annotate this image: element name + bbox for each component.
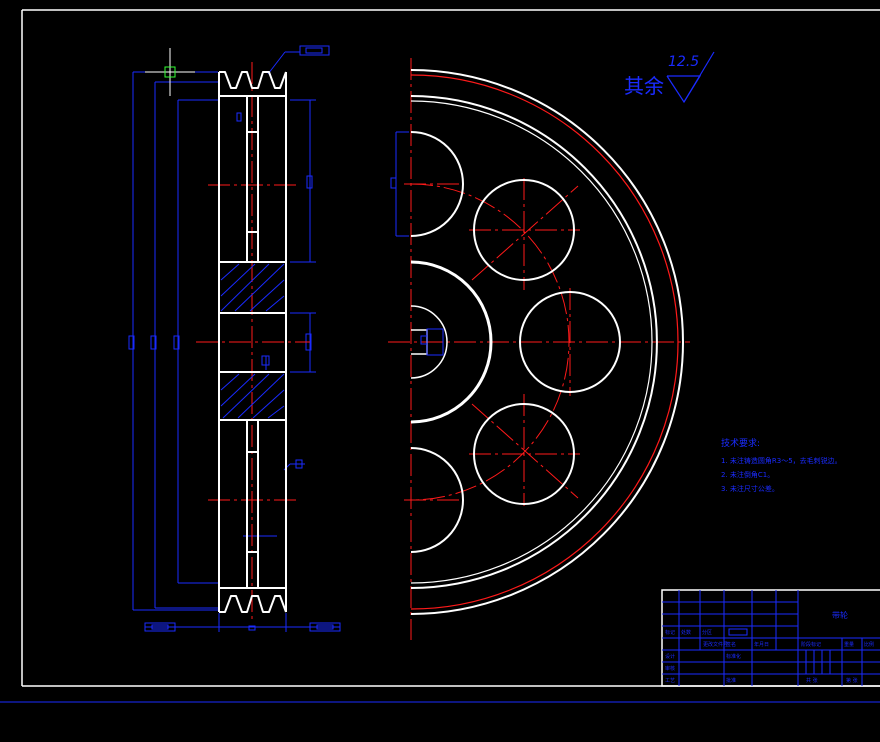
part-name: 带轮 [832,610,848,620]
title-block: 标记 处数 分区 更改文件号 签名 年月日 设计 标准化 阶段标记 重量 比例 … [661,589,880,687]
title-block-cell: 重量 [844,641,854,648]
title-block-cell: 第 张 [846,677,858,684]
title-block-cell: 工艺 [665,678,675,684]
section-outline [218,71,287,613]
notes-line: 1. 未注铸造圆角R3～5，去毛刺锐边。 [721,456,842,465]
title-block-cell: 年月日 [754,641,769,648]
section-centerlines [196,62,310,622]
roughness-prefix: 其余 [624,74,664,98]
title-block-cell: 设计 [665,653,675,660]
title-block-cell: 签名 [726,641,736,648]
title-block-cell: 处数 [681,629,691,636]
front-dimensions [390,131,444,356]
title-block-cell: 标准化 [726,653,741,660]
roughness-triangle-icon [666,75,702,104]
title-block-grid [662,590,880,686]
title-block-cell: 比例 [864,641,874,648]
notes-line: 3. 未注尺寸公差。 [721,484,779,493]
title-block-cell: 共 张 [806,677,818,684]
title-block-cell: 分区 [702,629,712,636]
title-block-cell: 阶段标记 [801,641,821,648]
section-view [128,45,341,632]
notes-heading: 技术要求: [721,437,760,449]
title-block-cell: 更改文件号 [703,641,728,648]
technical-notes: 技术要求: 1. 未注铸造圆角R3～5，去毛刺锐边。 2. 未注倒角C1。 3.… [721,437,842,493]
section-hatching [220,263,285,419]
title-block-cell: 批准 [726,677,736,684]
title-block-cell: 审核 [665,665,675,672]
notes-line: 2. 未注倒角C1。 [721,470,774,479]
front-centerlines [388,58,690,640]
surface-roughness-symbol: 其余 12.5 [624,51,715,104]
front-outline [410,69,684,615]
section-dimensions [128,45,341,632]
front-half-view [388,58,690,640]
title-block-cell: 标记 [665,629,675,636]
cad-cursor [145,48,195,96]
roughness-value: 12.5 [668,54,699,70]
